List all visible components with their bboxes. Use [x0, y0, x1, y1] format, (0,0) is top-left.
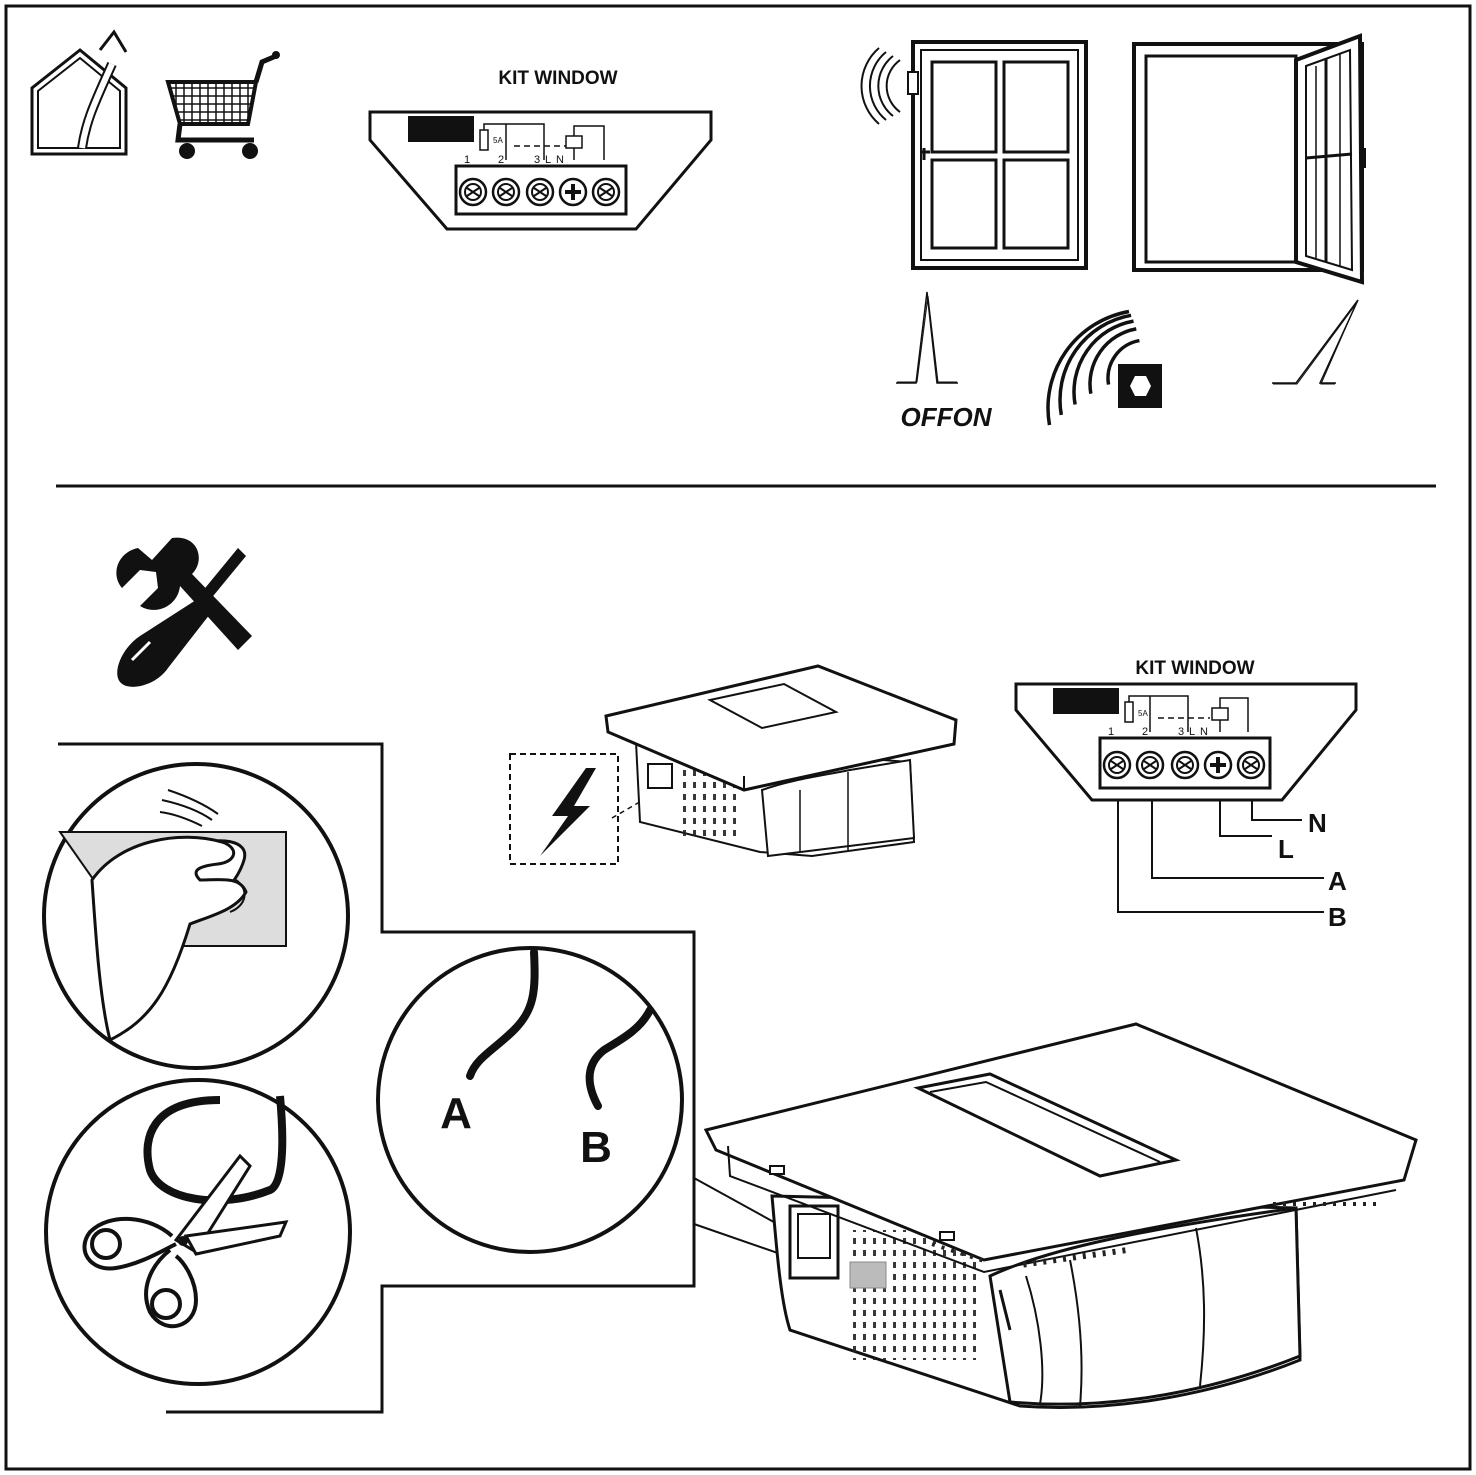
hob-hood-small [509, 664, 958, 865]
kit-window-module-bottom: KIT WINDOW 5A 1 2 3 L N N L [1014, 658, 1358, 932]
lightning-icon [540, 768, 596, 856]
terminal-label-n: N [1200, 726, 1208, 738]
kit-window-module-top: KIT WINDOW 5A 1 2 3 L N [368, 68, 713, 231]
peel-hand-icon [42, 762, 350, 1070]
wireless-receiver-icon [1046, 309, 1162, 426]
switch-pulse-symbol [896, 291, 958, 384]
wire-label-b: B [1328, 902, 1347, 932]
fuse-label: 5A [493, 136, 503, 145]
terminal-label-2: 2 [498, 154, 504, 166]
page-border [4, 4, 1472, 1471]
module-label-block [408, 116, 474, 142]
wireless-signal-icon [860, 47, 901, 125]
cable-label-a: A [440, 1089, 472, 1138]
kit-window-title: KIT WINDOW [498, 68, 617, 89]
scissors-icon [44, 1078, 352, 1386]
cable-label-b: B [580, 1123, 612, 1172]
fuse-label: 5A [1138, 709, 1148, 718]
wire-label-a: A [1328, 866, 1347, 896]
switch-states-label: OFFON [901, 402, 993, 432]
terminal-label-3: 3 [1178, 726, 1184, 738]
terminal-label-l: L [545, 154, 551, 166]
cable-ends-detail: A B [376, 946, 684, 1254]
open-window [1132, 33, 1366, 285]
cable-sticker [849, 1261, 887, 1289]
terminal-label-1: 1 [1108, 726, 1114, 738]
tools-icon [116, 537, 252, 687]
wire-label-l: L [1278, 834, 1294, 864]
shopping-cart-icon [165, 51, 280, 159]
detail-callout-frame [58, 742, 696, 1414]
window-sensor [907, 71, 919, 95]
terminal-label-n: N [556, 154, 564, 166]
power-box [509, 753, 619, 865]
terminal-label-l: L [1189, 726, 1195, 738]
terminal-label-2: 2 [1142, 726, 1148, 738]
closed-window [907, 40, 1088, 270]
kit-window-title: KIT WINDOW [1135, 658, 1254, 679]
hob-hood-large [703, 1022, 1418, 1409]
wire-label-n: N [1308, 808, 1327, 838]
terminal-label-1: 1 [464, 154, 470, 166]
terminal-label-3: 3 [534, 154, 540, 166]
switch-open-symbol [1272, 299, 1359, 385]
wiring-lines [1117, 800, 1324, 913]
house-exhaust-icon [30, 29, 128, 156]
